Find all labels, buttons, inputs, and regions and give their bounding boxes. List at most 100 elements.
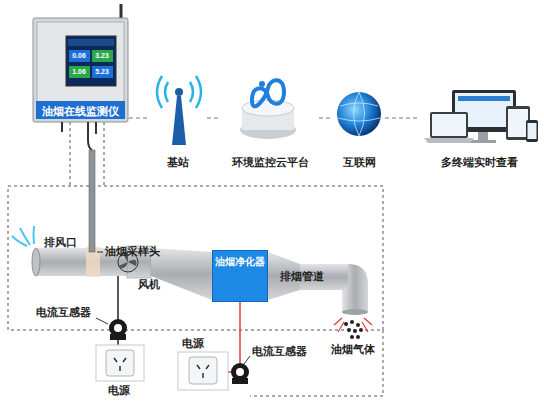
- power-label: 电源: [182, 337, 204, 351]
- base-station-icon: [157, 76, 201, 145]
- current-transformer-part: [110, 334, 126, 340]
- dashed-link: [129, 118, 149, 119]
- smoke-symbol-part: [353, 329, 357, 333]
- base-station: 基站: [150, 68, 206, 170]
- terminals-icon-part: [458, 96, 510, 101]
- dashed-link: [207, 118, 221, 119]
- terminals-icon-part: [508, 109, 528, 137]
- power-label: 电源: [108, 384, 130, 398]
- current-transformer-part: [232, 378, 248, 384]
- node-label: 油烟净化器: [215, 255, 265, 269]
- power-socket-part: [178, 352, 228, 390]
- terminals-icon-part: [478, 132, 488, 140]
- power-socket-part: [197, 365, 209, 378]
- terminals-icon-part: [424, 138, 474, 143]
- smoke-symbol-part: [347, 328, 351, 332]
- exhaust-pipe-part: [342, 309, 368, 315]
- exhaust-pipe-part: [32, 248, 40, 276]
- smoke-symbol-part: [350, 320, 354, 324]
- monitor-device-part: [33, 18, 128, 122]
- terminals-icon-part: [470, 140, 496, 143]
- base-station-icon-part: [172, 96, 186, 145]
- monitor-device-part: [36, 101, 125, 119]
- current-transformer-part: [236, 368, 244, 376]
- node-label: 油烟在线监测仪: [42, 104, 119, 119]
- terminals-icon: [424, 90, 538, 143]
- spray-symbol-part: [12, 226, 34, 246]
- node-label: 基站: [167, 156, 189, 170]
- screen-value: 1.06: [69, 68, 89, 75]
- internet: 互联网: [334, 86, 384, 170]
- outlet-label: 排风口: [44, 236, 77, 250]
- terminals-icon-part: [528, 123, 537, 139]
- power-wires-part: [244, 356, 250, 364]
- smoke-symbol-part: [350, 335, 354, 339]
- node-label: 多终端实时查看: [441, 156, 518, 170]
- purifier-box: 油烟净化器: [212, 250, 268, 302]
- power-socket: [96, 345, 228, 390]
- sampling-probe-part: [89, 150, 95, 252]
- multi-terminal: 多终端实时查看: [420, 86, 538, 170]
- cloud-platform-icon-part: [252, 80, 284, 106]
- power-socket-part: [114, 358, 126, 371]
- boundary-dashed-part: [8, 186, 383, 330]
- power-socket-part: [106, 350, 134, 376]
- base-station-icon-part: [175, 88, 183, 96]
- exhaust-pipe: [32, 246, 368, 315]
- cloud-platform-icon: [240, 80, 296, 139]
- monitor-device-part: [69, 66, 90, 78]
- node-label: 环境监控云平台: [232, 156, 309, 170]
- monitor-device-part: [92, 66, 113, 78]
- internet-globe-icon-part: [337, 92, 381, 136]
- internet-globe-icon: [337, 92, 381, 136]
- monitor-device-part: [62, 122, 96, 150]
- boundary-dashed: [8, 122, 383, 396]
- smoke-label: 油烟气体: [331, 343, 375, 357]
- smoke-symbol-part: [344, 322, 348, 326]
- ct-label: 电流互感器: [36, 306, 91, 320]
- cloud-platform-icon-part: [259, 81, 265, 87]
- power-socket-part: [96, 345, 144, 381]
- smoke-symbol-part: [356, 335, 360, 339]
- pipe-label: 排烟管道: [280, 270, 324, 284]
- cloud-platform: 环境监控云平台: [222, 78, 318, 170]
- dashed-link: [319, 118, 333, 119]
- current-transformer-part: [114, 324, 122, 332]
- terminals-icon-part: [432, 114, 466, 136]
- terminals-icon-part: [526, 120, 538, 142]
- smoke-symbol-part: [334, 318, 372, 332]
- terminals-icon-part: [430, 112, 468, 138]
- cloud-platform-icon-part: [242, 100, 294, 116]
- monitor-device: [33, 4, 128, 150]
- power-wires-part: [96, 318, 108, 324]
- screen-value: 3.23: [92, 52, 112, 59]
- boundary-dashed-part: [250, 330, 383, 396]
- fan-label: 风机: [138, 278, 160, 292]
- power-socket-part: [189, 357, 217, 384]
- smoke-symbol-part: [359, 328, 363, 332]
- monitor-device-part: [68, 39, 114, 46]
- monitor-device-part: [66, 36, 116, 86]
- spray-symbol: [12, 226, 34, 246]
- screen-value: 0.06: [69, 52, 89, 59]
- node-label: 互联网: [343, 156, 376, 170]
- probe-label: 油烟采样头: [105, 245, 160, 259]
- base-station-icon-part: [157, 76, 201, 108]
- monitor-device-part: [37, 22, 124, 118]
- power-wires-part: [228, 300, 240, 372]
- exhaust-pipe-part: [151, 248, 212, 300]
- ct-label: 电流互感器: [252, 345, 307, 359]
- sampling-probe: [89, 150, 103, 252]
- monitor-device-part: [69, 50, 90, 62]
- exhaust-pipe-part: [342, 264, 368, 312]
- smoke-symbol-part: [356, 323, 360, 327]
- dashed-link: [385, 118, 419, 119]
- sampling-probe-part: [97, 252, 103, 253]
- internet-globe-icon-part: [338, 92, 380, 136]
- screen-value: 5.23: [92, 68, 112, 75]
- smoke-symbol: [334, 318, 372, 339]
- monitor-device-part: [92, 50, 113, 62]
